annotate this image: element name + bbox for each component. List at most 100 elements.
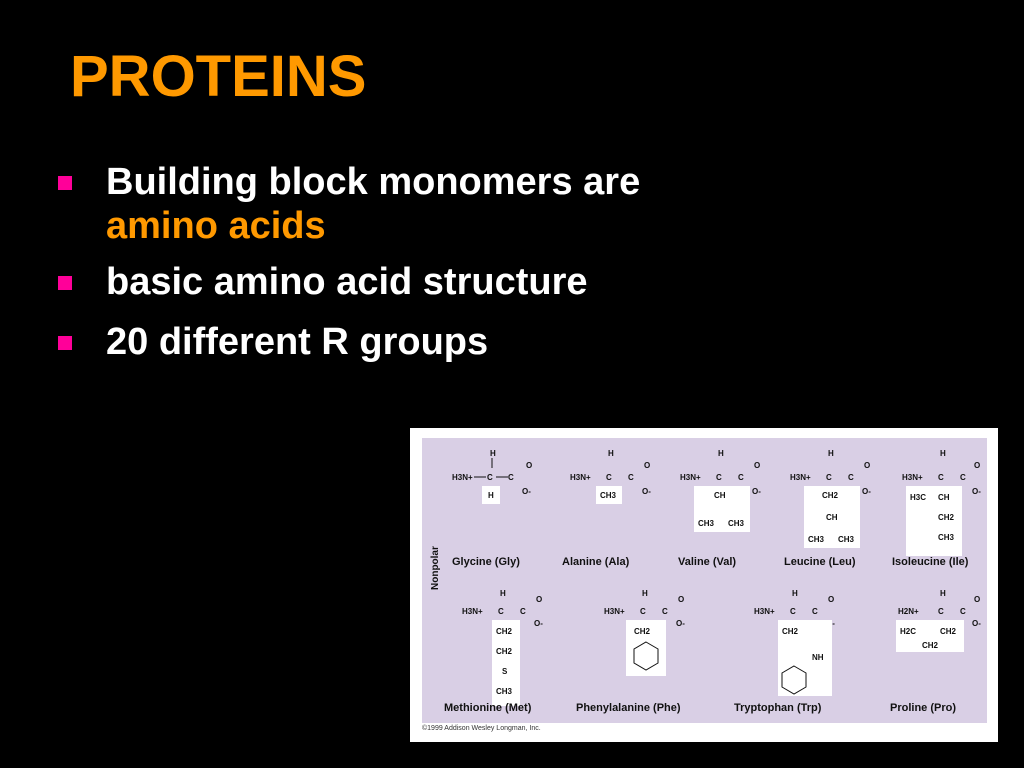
glycine-label: Glycine (Gly) xyxy=(452,556,520,568)
svg-text:O: O xyxy=(644,461,650,470)
svg-text:C: C xyxy=(498,607,504,616)
svg-text:C: C xyxy=(812,607,818,616)
svg-text:H: H xyxy=(828,449,834,458)
svg-text:CH3: CH3 xyxy=(496,687,513,696)
svg-text:C: C xyxy=(716,473,722,482)
alanine-label: Alanine (Ala) xyxy=(562,556,630,568)
svg-text:C: C xyxy=(938,473,944,482)
svg-text:CH: CH xyxy=(714,491,726,500)
isoleucine-label: Isoleucine (Ile) xyxy=(892,556,969,568)
bullet-square-icon xyxy=(58,276,72,290)
svg-text:H3C: H3C xyxy=(910,493,926,502)
svg-text:O-: O- xyxy=(972,487,981,496)
svg-text:C: C xyxy=(960,473,966,482)
bullet-item: basic amino acid structure xyxy=(56,258,776,306)
svg-text:CH2: CH2 xyxy=(782,627,799,636)
bullet-square-icon xyxy=(58,176,72,190)
svg-text:CH2: CH2 xyxy=(496,627,513,636)
svg-text:O-: O- xyxy=(676,619,685,628)
svg-text:CH3: CH3 xyxy=(838,535,855,544)
svg-text:H3N+: H3N+ xyxy=(754,607,775,616)
svg-text:H3N+: H3N+ xyxy=(604,607,625,616)
methionine-label: Methionine (Met) xyxy=(444,702,532,714)
svg-text:CH2: CH2 xyxy=(822,491,839,500)
svg-text:H3N+: H3N+ xyxy=(680,473,701,482)
svg-text:H: H xyxy=(490,449,496,458)
slide-title: PROTEINS xyxy=(70,44,367,109)
svg-text:H: H xyxy=(940,449,946,458)
svg-text:O: O xyxy=(536,595,542,604)
svg-text:CH2: CH2 xyxy=(922,641,939,650)
svg-text:H3N+: H3N+ xyxy=(452,473,473,482)
bullet-text: 20 different R groups xyxy=(106,321,489,363)
svg-text:H: H xyxy=(608,449,614,458)
svg-text:C: C xyxy=(848,473,854,482)
svg-text:C: C xyxy=(662,607,668,616)
svg-text:C: C xyxy=(938,607,944,616)
proline-label: Proline (Pro) xyxy=(890,702,957,714)
bullet-item: Building block monomers are amino acids xyxy=(56,158,776,246)
svg-text:O-: O- xyxy=(862,487,871,496)
svg-text:CH3: CH3 xyxy=(938,533,955,542)
svg-text:H2C: H2C xyxy=(900,627,916,636)
svg-text:C: C xyxy=(606,473,612,482)
tryptophan-label: Tryptophan (Trp) xyxy=(734,702,822,714)
svg-text:O: O xyxy=(974,461,980,470)
valine-label: Valine (Val) xyxy=(678,556,737,568)
svg-text:O-: O- xyxy=(752,487,761,496)
svg-text:CH2: CH2 xyxy=(634,627,651,636)
bullet-highlight: amino acids xyxy=(106,205,326,247)
svg-text:CH: CH xyxy=(938,493,950,502)
svg-text:H3N+: H3N+ xyxy=(570,473,591,482)
svg-text:CH: CH xyxy=(826,513,838,522)
svg-text:O: O xyxy=(864,461,870,470)
bullet-square-icon xyxy=(58,336,72,350)
bullet-text: basic amino acid structure xyxy=(106,261,588,303)
leucine-label: Leucine (Leu) xyxy=(784,556,856,568)
svg-text:H: H xyxy=(940,589,946,598)
svg-text:C: C xyxy=(960,607,966,616)
svg-text:C: C xyxy=(508,473,514,482)
glycine-structure: H H3N+ C COO- H xyxy=(452,449,532,504)
bullet-item: 20 different R groups xyxy=(56,318,776,366)
svg-text:NH: NH xyxy=(812,653,824,662)
svg-text:C: C xyxy=(738,473,744,482)
svg-text:CH3: CH3 xyxy=(808,535,825,544)
svg-text:O-: O- xyxy=(972,619,981,628)
svg-text:CH2: CH2 xyxy=(940,627,957,636)
svg-text:O: O xyxy=(828,595,834,604)
svg-text:H3N+: H3N+ xyxy=(790,473,811,482)
figure-credit: ©1999 Addison Wesley Longman, Inc. xyxy=(422,725,541,732)
svg-text:S: S xyxy=(502,667,508,676)
bullet-text: Building block monomers are xyxy=(106,161,641,203)
svg-text:CH2: CH2 xyxy=(938,513,955,522)
svg-text:H: H xyxy=(792,589,798,598)
svg-text:CH3: CH3 xyxy=(698,519,715,528)
svg-text:CH2: CH2 xyxy=(496,647,513,656)
svg-text:O-: O- xyxy=(642,487,651,496)
svg-text:C: C xyxy=(628,473,634,482)
svg-text:O: O xyxy=(974,595,980,604)
svg-text:H3N+: H3N+ xyxy=(902,473,923,482)
svg-text:O-: O- xyxy=(534,619,543,628)
bullet-list: Building block monomers are amino acids … xyxy=(56,158,776,378)
svg-text:O-: O- xyxy=(522,487,531,496)
phenylalanine-label: Phenylalanine (Phe) xyxy=(576,702,681,714)
svg-text:O: O xyxy=(526,461,532,470)
svg-text:O: O xyxy=(678,595,684,604)
svg-text:C: C xyxy=(520,607,526,616)
svg-text:C: C xyxy=(790,607,796,616)
svg-text:H2N+: H2N+ xyxy=(898,607,919,616)
svg-text:CH3: CH3 xyxy=(728,519,745,528)
